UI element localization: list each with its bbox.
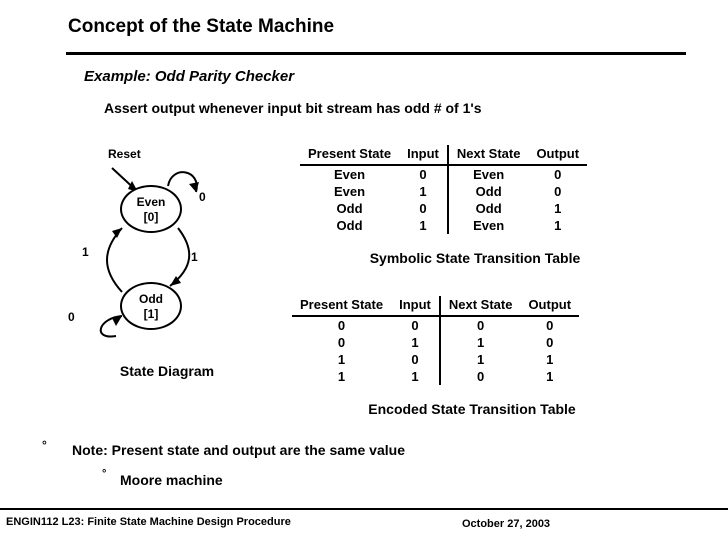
title-divider — [66, 52, 686, 55]
cell-present-state: 1 — [337, 352, 346, 367]
cell-input: 1 — [399, 217, 449, 234]
odd-to-even-arrowhead — [112, 228, 122, 238]
state-diagram-caption: State Diagram — [119, 363, 215, 379]
col-output: Output — [528, 145, 588, 166]
cell-present-state: Even — [334, 167, 366, 182]
table-header-row: Present State Input Next State Output — [292, 296, 580, 317]
note-primary: ° Note: Present state and output are the… — [42, 438, 405, 458]
encoded-state-transition-table: Present State Input Next State Output 0 … — [292, 296, 580, 385]
cell-input: 1 — [399, 183, 449, 200]
cell-output: 1 — [546, 352, 554, 367]
cell-present-state: Odd — [336, 201, 363, 216]
cell-output: 1 — [546, 369, 554, 384]
col-next-state: Next State — [447, 145, 529, 166]
col-output: Output — [520, 296, 580, 317]
reset-label: Reset — [108, 147, 141, 161]
cell-present-state: 1 — [337, 369, 346, 384]
note-secondary: ° Moore machine — [102, 468, 223, 488]
cell-input: 0 — [399, 165, 449, 183]
state-odd-name: Odd — [139, 292, 163, 306]
note-secondary-text: Moore machine — [120, 472, 223, 488]
cell-input: 0 — [391, 351, 441, 368]
bullet-glyph-icon: ° — [102, 468, 107, 480]
table-row: Even 1 Odd 0 — [300, 183, 587, 200]
state-even-output: [0] — [143, 210, 159, 224]
col-input: Input — [399, 145, 449, 166]
cell-input: 0 — [391, 316, 441, 334]
table-row: Odd 0 Odd 1 — [300, 200, 587, 217]
cell-next-state: 0 — [477, 318, 485, 333]
odd-to-even-edge — [106, 227, 123, 293]
state-node-even: Even [0] — [120, 185, 182, 233]
cell-present-state: Even — [334, 184, 366, 199]
edge-label-odd-to-even: 1 — [82, 245, 89, 259]
note-primary-text: Note: Present state and output are the s… — [72, 442, 405, 458]
odd-self-loop — [99, 315, 123, 338]
footer-divider — [0, 508, 728, 510]
cell-next-state: 1 — [477, 352, 485, 367]
cell-next-state: 1 — [477, 335, 485, 350]
cell-present-state: 0 — [337, 335, 346, 350]
even-self-loop — [167, 171, 198, 193]
col-present-state: Present State — [292, 296, 392, 317]
table-row: 0 1 1 0 — [292, 334, 579, 351]
cell-output: 0 — [546, 318, 554, 333]
cell-input: 1 — [391, 368, 441, 385]
state-diagram: Reset Even [0] Odd [1] 0 — [60, 140, 300, 400]
table-row: Odd 1 Even 1 — [300, 217, 587, 234]
cell-input: 1 — [391, 334, 441, 351]
edge-label-even-self: 0 — [199, 190, 206, 204]
even-to-odd-edge — [169, 227, 191, 287]
footer-date: October 27, 2003 — [462, 518, 551, 530]
cell-next-state: Odd — [475, 184, 502, 199]
bullet-glyph-icon: ° — [42, 438, 47, 452]
table-row: 1 1 0 1 — [292, 368, 579, 385]
table-header-row: Present State Input Next State Output — [300, 145, 588, 166]
cell-output: 0 — [546, 335, 554, 350]
table-row: 1 0 1 1 — [292, 351, 579, 368]
even-self-loop-arrowhead — [189, 182, 199, 192]
table-row: 0 0 0 0 — [292, 316, 579, 334]
symbolic-state-transition-table: Present State Input Next State Output Ev… — [300, 145, 588, 234]
cell-next-state: Even — [473, 167, 505, 182]
cell-input: 0 — [399, 200, 449, 217]
cell-output: 0 — [554, 184, 562, 199]
cell-output: 1 — [554, 218, 562, 233]
edge-label-even-to-odd: 1 — [191, 250, 198, 264]
cell-present-state: 0 — [337, 318, 346, 333]
edge-label-odd-self: 0 — [68, 310, 75, 324]
page-title: Concept of the State Machine — [68, 16, 335, 37]
cell-next-state: 0 — [477, 369, 485, 384]
state-odd-output: [1] — [143, 307, 159, 321]
col-next-state: Next State — [439, 296, 521, 317]
footer-course-label: ENGIN112 L23: Finite State Machine Desig… — [6, 516, 291, 528]
cell-next-state: Even — [473, 218, 505, 233]
state-node-odd: Odd [1] — [120, 282, 182, 330]
col-present-state: Present State — [300, 145, 400, 166]
assertion-text: Assert output whenever input bit stream … — [104, 100, 482, 116]
even-to-odd-arrowhead — [170, 276, 181, 286]
col-input: Input — [391, 296, 441, 317]
symbolic-table-caption: Symbolic State Transition Table — [369, 250, 581, 266]
slide-subtitle: Example: Odd Parity Checker — [84, 68, 295, 85]
state-diagram-graphics — [99, 167, 199, 338]
cell-output: 0 — [554, 167, 562, 182]
table-row: Even 0 Even 0 — [300, 165, 587, 183]
state-even-name: Even — [136, 195, 166, 209]
encoded-table-caption: Encoded State Transition Table — [368, 401, 576, 417]
cell-present-state: Odd — [336, 218, 363, 233]
odd-self-loop-arrowhead — [112, 316, 122, 326]
cell-next-state: Odd — [475, 201, 502, 216]
cell-output: 1 — [554, 201, 562, 216]
